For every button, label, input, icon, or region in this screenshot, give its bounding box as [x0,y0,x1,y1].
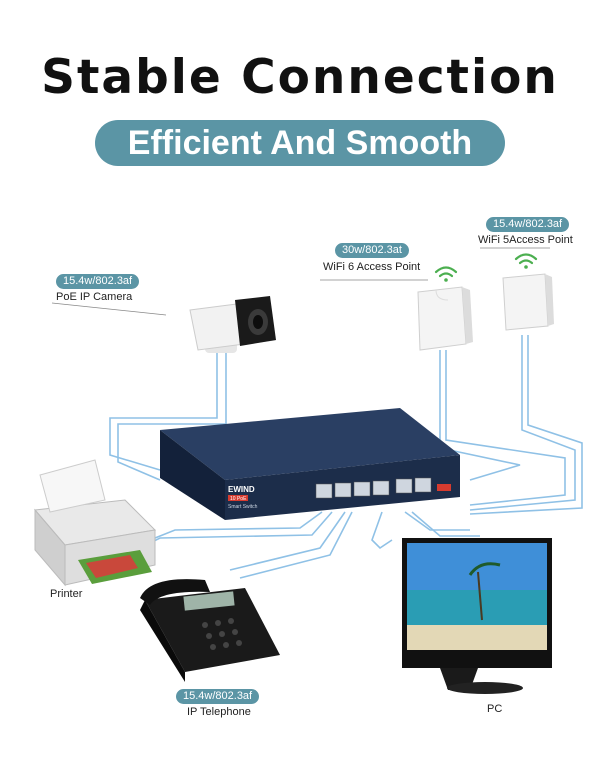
ip-telephone-image [140,579,280,682]
printer-label: Printer [50,588,83,600]
ip-camera-image [189,296,276,353]
poe-switch: EWIND 10 PoE Smart Switch [160,408,460,520]
cables [109,335,583,579]
camera-label: PoE IP Camera [56,291,133,303]
pc-label: PC [487,703,503,715]
wifi6-power-tag: 30w/802.3at [335,243,409,258]
printer-image [34,459,157,587]
pc-monitor-image [402,538,552,694]
wifi-signal-icon [434,266,458,282]
subtitle-banner: Efficient And Smooth [95,120,505,166]
wifi5-power-tag: 15.4w/802.3af [486,217,570,232]
wifi5-label: WiFi 5Access Point [478,234,573,246]
wifi6-label: WiFi 6 Access Point [323,261,421,273]
telephone-label: IP Telephone [187,706,251,718]
telephone-power-tag: 15.4w/802.3af [176,689,260,704]
switch-subtitle: Smart Switch [228,504,258,510]
page-title: Stable Connection [41,50,559,105]
camera-power-tag: 15.4w/802.3af [56,274,140,289]
wifi6-ap-image [417,286,473,351]
wifi-signal-icon [514,253,538,269]
switch-brand: EWIND [228,485,255,494]
switch-badge: 10 PoE [230,496,247,502]
wifi5-ap-image [502,273,554,331]
